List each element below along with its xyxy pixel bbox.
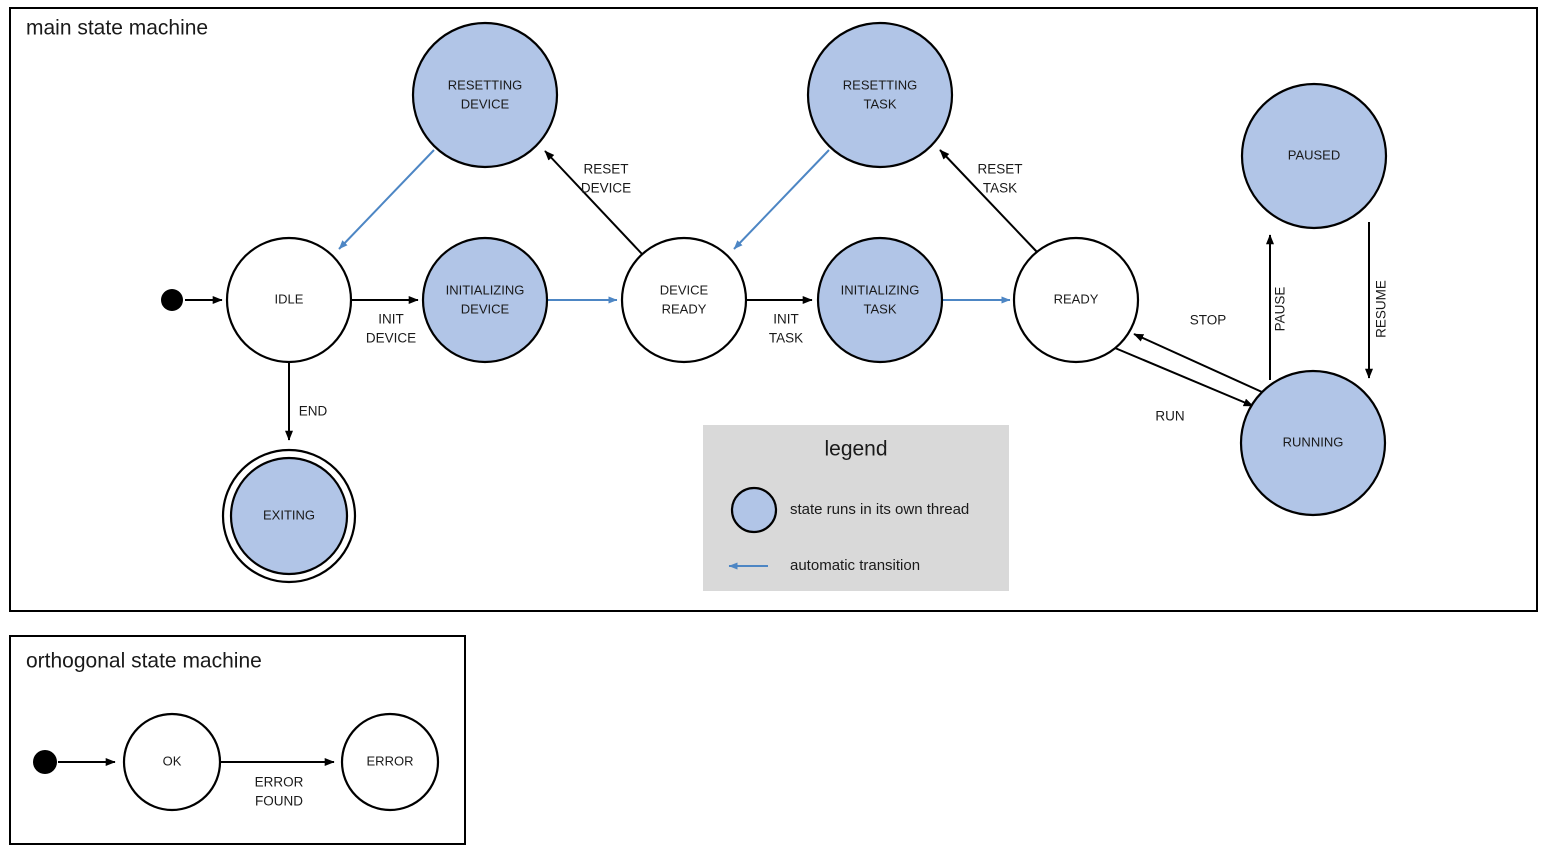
main-frame-title: main state machine <box>26 17 208 40</box>
transition-label-reset-task-line2: TASK <box>983 181 1017 196</box>
transition-label-error-found-line2: FOUND <box>255 794 303 809</box>
state-label-ok: OK <box>163 753 182 768</box>
legend-item-threaded-state: state runs in its own thread <box>730 486 969 534</box>
initial-state-marker-orthogonal <box>33 750 57 774</box>
transition-label-init-task-line2: TASK <box>769 331 803 346</box>
legend-thread-label: state runs in its own thread <box>790 501 969 518</box>
transition-label-reset-device-line2: DEVICE <box>581 181 631 196</box>
state-label-ready: READY <box>1054 291 1099 306</box>
transition-label-pause: PAUSE <box>1273 287 1288 332</box>
transition-device-ready-to-initializing-task: INIT TASK <box>747 296 813 346</box>
orthogonal-frame-title: orthogonal state machine <box>26 650 262 673</box>
transition-running-to-ready: STOP <box>1133 313 1263 393</box>
transition-running-to-paused: PAUSE <box>1266 234 1288 380</box>
transition-label-init-device-line1: INIT <box>378 312 404 327</box>
state-node-idle[interactable]: IDLE <box>225 236 353 364</box>
state-label-initializing-task-line2: TASK <box>864 301 897 316</box>
transition-paused-to-running: RESUME <box>1365 222 1389 379</box>
state-node-exiting[interactable]: EXITING <box>221 448 357 584</box>
transition-label-reset-device-line1: RESET <box>583 162 628 177</box>
transition-resetting-device-to-idle <box>338 149 435 250</box>
state-label-resetting-task-line2: TASK <box>864 96 897 111</box>
transition-label-init-task-line1: INIT <box>773 312 799 327</box>
state-label-resetting-device-line2: DEVICE <box>461 96 510 111</box>
legend-panel: legend state runs in its own thread auto… <box>703 425 1009 591</box>
transition-ok-to-error: ERROR FOUND <box>220 758 335 809</box>
state-label-device-ready-line1: DEVICE <box>660 282 709 297</box>
state-label-resetting-device-line1: RESETTING <box>448 77 522 92</box>
transition-resetting-task-to-device-ready <box>733 149 830 250</box>
state-label-paused: PAUSED <box>1288 147 1341 162</box>
transition-idle-to-exiting: END <box>285 363 328 441</box>
transition-device-ready-to-resetting-device: RESET DEVICE <box>544 150 643 255</box>
transition-label-reset-task-line1: RESET <box>977 162 1022 177</box>
transition-label-init-device-line2: DEVICE <box>366 331 416 346</box>
state-label-initializing-device-line1: INITIALIZING <box>446 282 525 297</box>
state-label-initializing-task-line1: INITIALIZING <box>841 282 920 297</box>
state-node-running[interactable]: RUNNING <box>1239 369 1387 517</box>
state-label-exiting: EXITING <box>263 507 315 522</box>
state-node-device-ready[interactable]: DEVICE READY <box>620 236 748 364</box>
transition-label-error-found-line1: ERROR <box>255 775 304 790</box>
state-node-initializing-device[interactable]: INITIALIZING DEVICE <box>421 236 549 364</box>
transition-label-run: RUN <box>1155 409 1184 424</box>
legend-item-automatic-transition: automatic transition <box>728 557 920 574</box>
state-node-initializing-task[interactable]: INITIALIZING TASK <box>816 236 944 364</box>
initial-state-marker-main <box>161 289 183 311</box>
state-node-error[interactable]: ERROR <box>340 712 440 812</box>
transition-ready-to-running: RUN <box>1114 347 1254 424</box>
state-label-resetting-task-line1: RESETTING <box>843 77 917 92</box>
state-node-ready[interactable]: READY <box>1012 236 1140 364</box>
state-label-error: ERROR <box>367 753 414 768</box>
state-label-device-ready-line2: READY <box>662 301 707 316</box>
state-label-running: RUNNING <box>1283 434 1344 449</box>
transition-label-stop: STOP <box>1190 313 1227 328</box>
state-node-ok[interactable]: OK <box>122 712 222 812</box>
transition-label-end: END <box>299 404 328 419</box>
transition-label-resume: RESUME <box>1374 280 1389 338</box>
legend-auto-label: automatic transition <box>790 557 920 574</box>
state-node-paused[interactable]: PAUSED <box>1240 82 1388 230</box>
state-label-idle: IDLE <box>275 291 304 306</box>
transition-ready-to-resetting-task: RESET TASK <box>939 149 1038 253</box>
legend-thread-swatch-icon <box>730 486 778 534</box>
legend-title: legend <box>824 438 887 461</box>
state-node-resetting-task[interactable]: RESETTING TASK <box>806 21 954 169</box>
transition-idle-to-initializing-device: INIT DEVICE <box>352 296 419 346</box>
state-label-initializing-device-line2: DEVICE <box>461 301 510 316</box>
state-node-resetting-device[interactable]: RESETTING DEVICE <box>411 21 559 169</box>
